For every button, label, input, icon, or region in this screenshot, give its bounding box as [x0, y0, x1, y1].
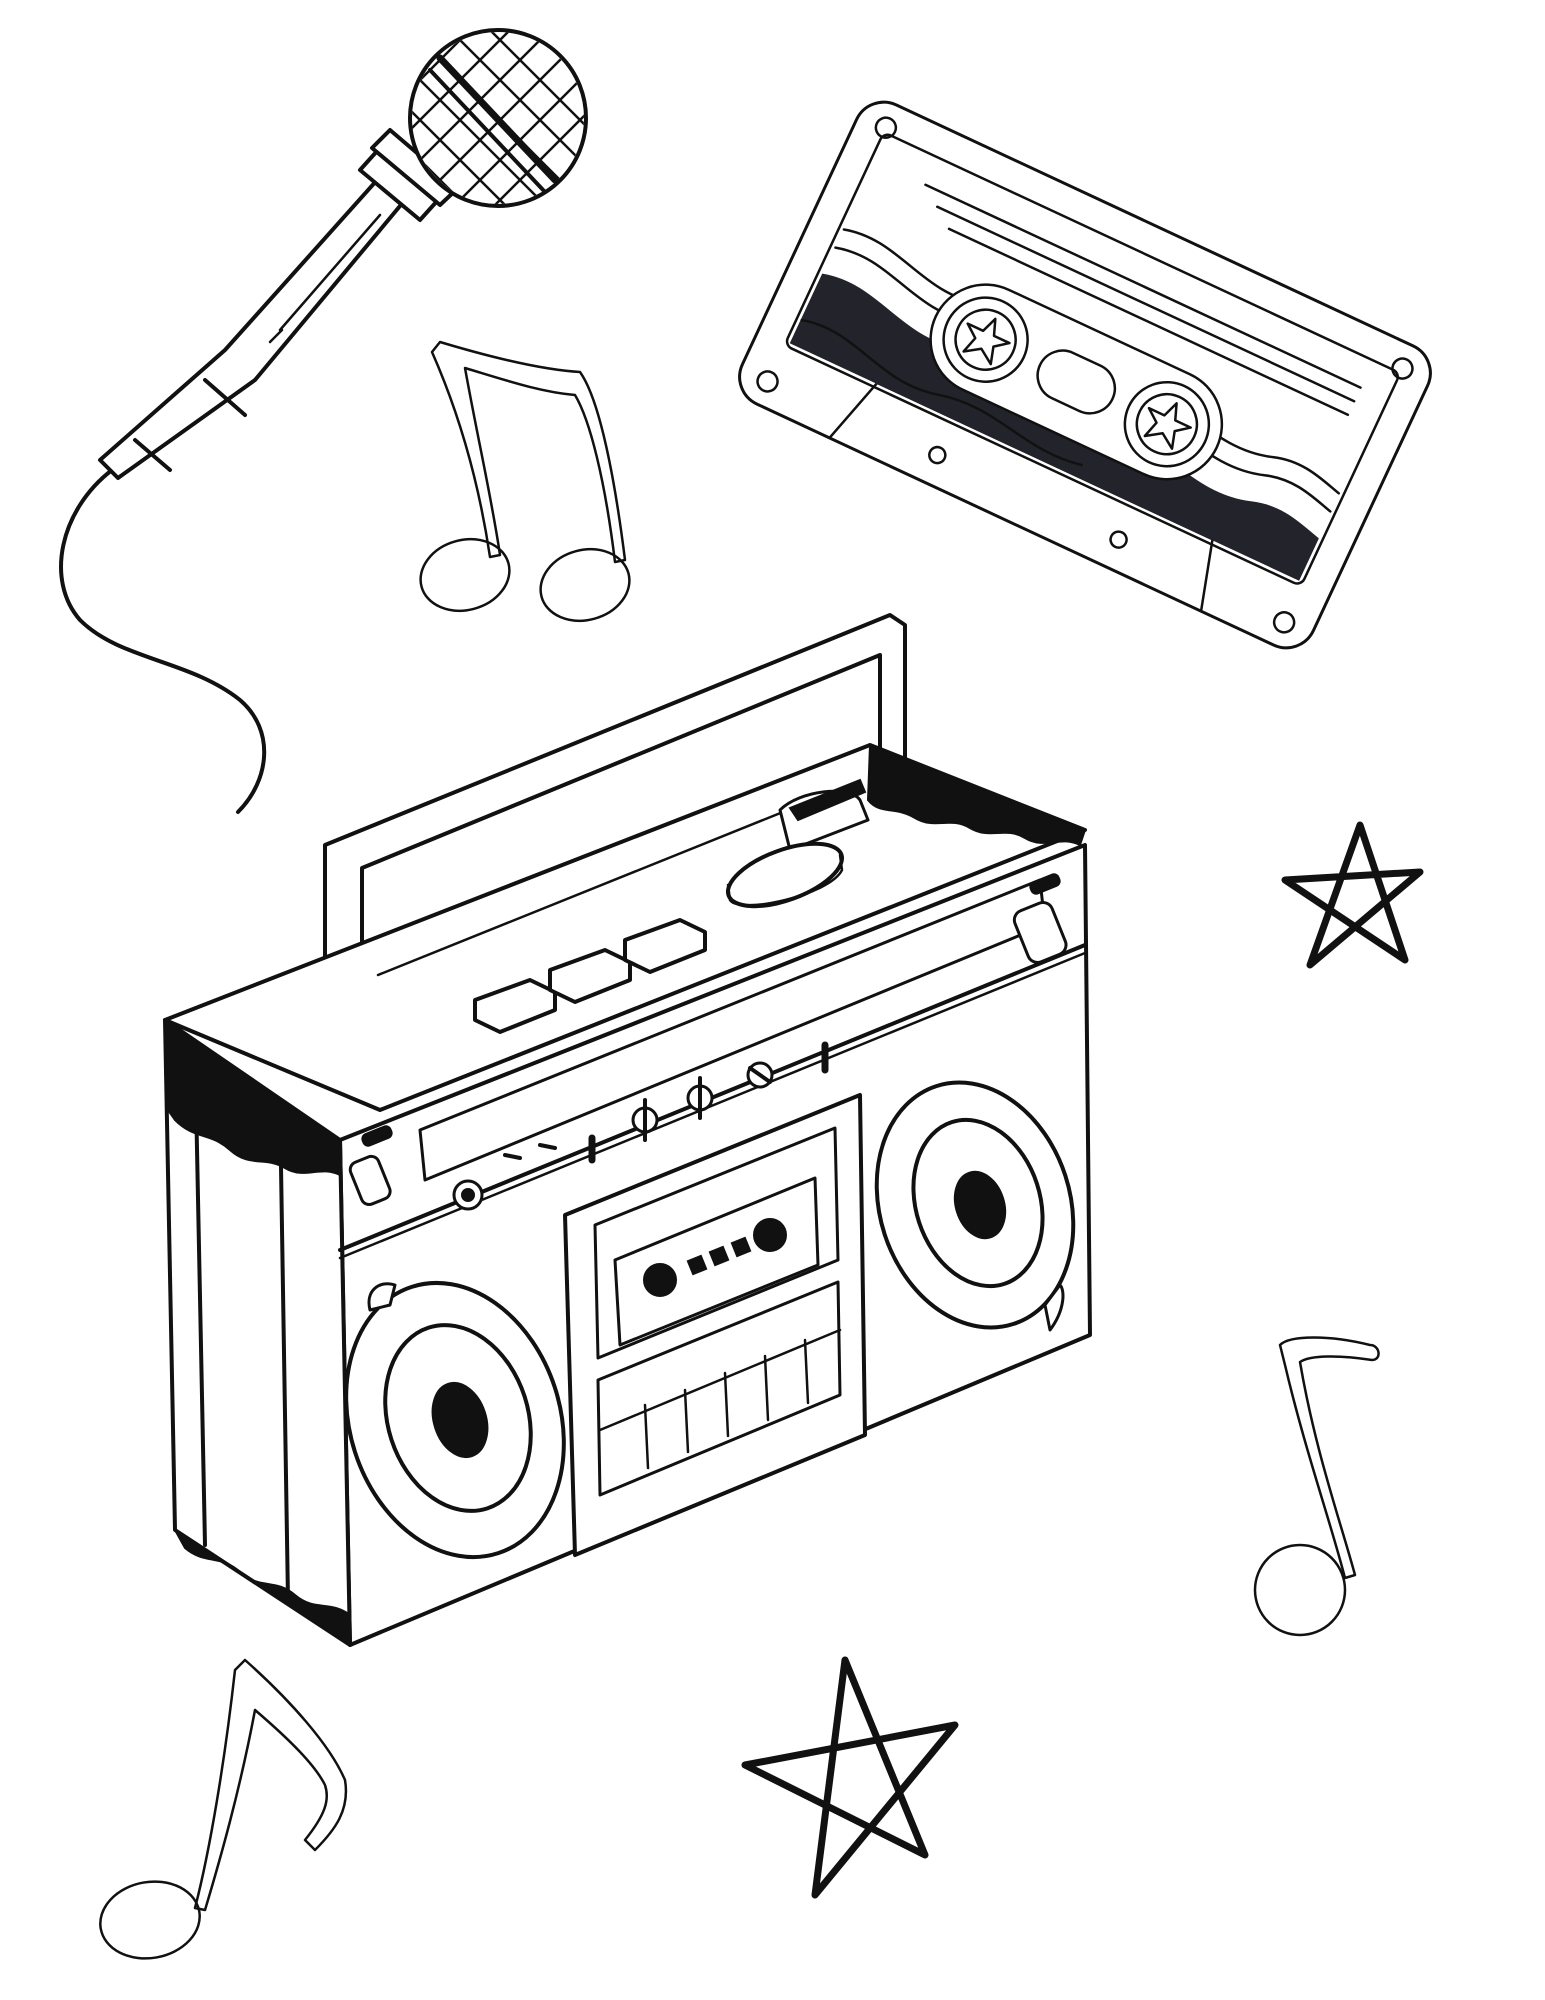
music-note-icon	[1253, 1336, 1380, 1637]
star-icon	[1281, 821, 1424, 969]
star-icon	[741, 1656, 959, 1899]
boombox-icon	[163, 613, 1092, 1647]
cassette-tape-icon	[738, 100, 1432, 650]
music-note-icon	[99, 1658, 348, 1960]
music-note-icon	[419, 340, 631, 623]
microphone-icon	[59, 28, 588, 814]
